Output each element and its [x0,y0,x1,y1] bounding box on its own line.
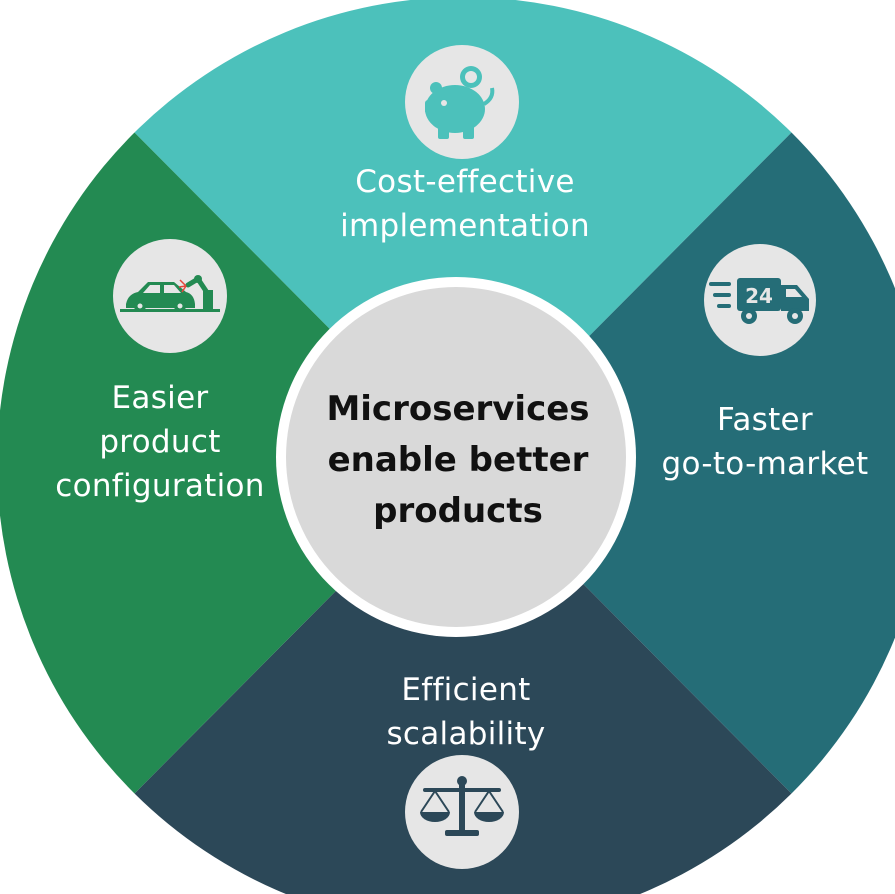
piggy-bank-icon [405,45,519,159]
segment-label-easier: Easier product configuration [30,376,290,508]
segment-label-line: Faster [717,402,813,438]
center-title: Microservices enable better products [298,384,618,537]
center-title-line: enable better [327,440,589,480]
segment-label-line: configuration [55,468,265,504]
robot-arm-car-icon [113,239,227,353]
segment-top [134,0,792,463]
segment-label-efficient: Efficient scalability [316,668,616,756]
segment-label-line: product [99,424,221,460]
segment-label-line: scalability [386,716,546,752]
balance-scale-icon [405,755,519,869]
segment-bottom [134,463,792,894]
segment-label-line: go-to-market [661,446,869,482]
center-disc [286,287,626,627]
segment-label-line: implementation [340,208,590,244]
truck-24-text: 24 [745,284,773,308]
center-title-line: Microservices [326,389,590,429]
segment-label-line: Cost-effective [355,164,575,200]
segment-label-cost-effective: Cost-effective implementation [290,160,640,248]
segment-label-line: Easier [111,380,209,416]
segment-label-faster: Faster go-to-market [640,398,890,486]
segment-label-line: Efficient [401,672,531,708]
center-title-line: products [373,491,543,531]
delivery-truck-24-icon: 24 [704,244,816,356]
